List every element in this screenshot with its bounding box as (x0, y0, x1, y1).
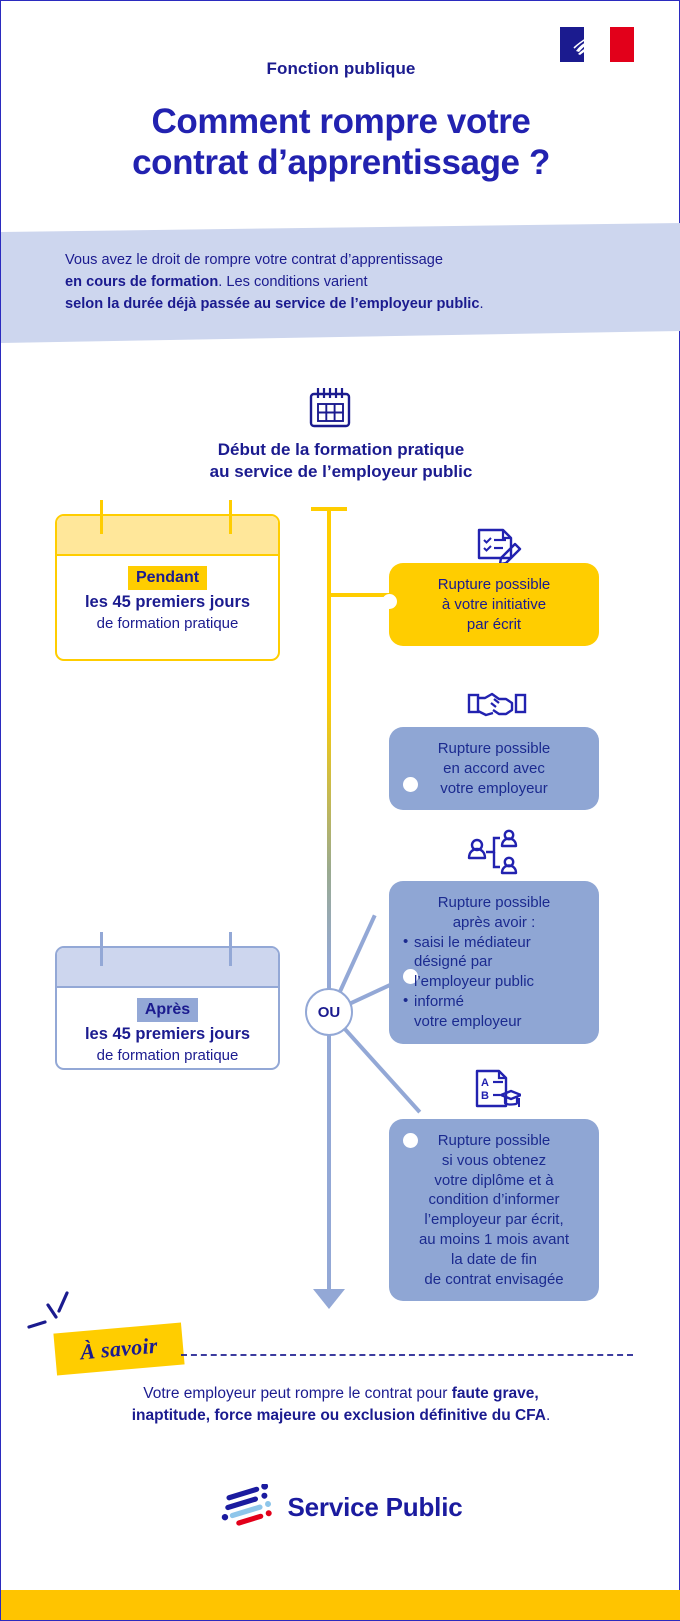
timeline-heading: Début de la formation pratique au servic… (1, 439, 680, 483)
divider-dashed (181, 1354, 633, 1356)
intro-line2-rest: . Les conditions varient (218, 274, 368, 291)
period-tag-pendant: Pendant (127, 566, 208, 591)
page-title-line2: contrat d’apprentissage ? (132, 143, 550, 183)
outcome-box-accord: Rupture possible en accord avec votre em… (389, 727, 599, 811)
mediator-people-icon (467, 829, 518, 875)
outcome-line: Rupture possible (437, 740, 551, 757)
spark-lines-icon (27, 1291, 69, 1329)
handshake-icon (467, 692, 527, 717)
marianne-profile-icon (573, 36, 597, 55)
intro-line2-bold: en cours de formation (65, 274, 219, 291)
intro-band (1, 223, 680, 343)
timeline-heading-line1: Début de la formation pratique (217, 440, 465, 459)
a-savoir-label: À savoir (79, 1332, 159, 1365)
bullet-line: votre employeur (414, 1012, 522, 1030)
bottom-accent-bar (1, 1590, 680, 1620)
list-item: saisi le médiateur désigné par l’employe… (403, 932, 585, 992)
note-text-bold2: inaptitude, force majeure ou exclusion d… (131, 1407, 546, 1425)
period-line1-pendant: les 45 premiers jours (84, 593, 251, 612)
period-card-apres: Après les 45 premiers jours de formation… (55, 932, 280, 1070)
outcome-line: au moins 1 mois avant (418, 1230, 570, 1248)
footer-wordmark: Service Public (287, 1491, 463, 1522)
outcome-box-mediateur: Rupture possible après avoir : saisi le … (389, 881, 599, 1044)
bullet-line: désigné par (414, 953, 493, 971)
footer-logo: Service Public (1, 1484, 680, 1530)
calendar-card-body: Après les 45 premiers jours de formation… (57, 988, 278, 1080)
intro-line1: Vous avez le droit de rompre votre contr… (65, 252, 444, 268)
list-item: informé votre employeur (403, 991, 585, 1032)
timeline-heading-line2: au service de l’employeur public (209, 461, 473, 481)
intro-text: Vous avez le droit de rompre votre contr… (1, 249, 680, 316)
outcome-line: en accord avec (443, 759, 545, 777)
connector-dot (382, 594, 397, 609)
or-node: OU (305, 988, 353, 1036)
period-card-pendant: Pendant les 45 premiers jours de formati… (55, 500, 280, 661)
outcome-line: à votre initiative (441, 595, 547, 613)
period-line2-apres: de formation pratique (96, 1046, 239, 1064)
outcome-line: après avoir : (452, 913, 536, 931)
bullet-line: saisi le médiateur (414, 933, 531, 951)
outcome-line: Rupture possible (437, 1132, 551, 1149)
period-tag-apres: Après (136, 998, 199, 1023)
outcome-line: condition d’informer (428, 1191, 560, 1209)
french-republic-flag-icon (560, 27, 634, 62)
outcome-bullet-list: saisi le médiateur désigné par l’employe… (403, 932, 585, 1032)
eyebrow-label: Fonction publique (266, 59, 416, 78)
outcome-line: de contrat envisagée (424, 1270, 564, 1288)
outcome-line: si vous obtenez (441, 1151, 547, 1169)
period-line2-pendant: de formation pratique (96, 614, 239, 632)
calendar-card-body: Pendant les 45 premiers jours de formati… (57, 556, 278, 648)
calendar-ring-left (100, 500, 103, 534)
connector-dot (403, 1133, 418, 1148)
outcome-line: par écrit (466, 615, 522, 633)
intro-line3-bold: selon la durée déjà passée au service de… (65, 296, 480, 313)
page-title-line1: Comment rompre votre (151, 102, 531, 141)
outcome-line: Rupture possible (437, 894, 551, 911)
timeline-arrow-icon (313, 1289, 345, 1309)
timeline-spine (327, 507, 331, 1297)
period-line1-apres: les 45 premiers jours (84, 1025, 251, 1044)
intro-line3-rest: . (479, 296, 484, 313)
calendar-ring-right (229, 500, 232, 534)
calendar-icon (309, 388, 351, 428)
bullet-line: informé (414, 992, 465, 1010)
outcome-box-diplome: Rupture possible si vous obtenez votre d… (389, 1119, 599, 1302)
outcome-box-initiative: Rupture possible à votre initiative par … (382, 563, 599, 647)
svg-text:B: B (481, 1090, 489, 1102)
outcome-line: votre diplôme et à (434, 1171, 554, 1189)
a-savoir-text: Votre employeur peut rompre le contrat p… (1, 1383, 680, 1428)
note-text-bold1: faute grave, (451, 1385, 539, 1402)
connector-dot (403, 777, 418, 792)
or-label: OU (317, 1003, 341, 1021)
calendar-ring-right (229, 932, 232, 966)
calendar-card-band (57, 516, 278, 556)
calendar-card-band (57, 948, 278, 988)
page-title: Comment rompre votre contrat d’apprentis… (1, 101, 680, 184)
note-text-end: . (545, 1407, 551, 1425)
diploma-graduation-icon: A B (475, 1069, 521, 1108)
bullet-line: l’employeur public (414, 973, 535, 991)
connector-to-initiative (329, 593, 389, 597)
calendar-ring-left (100, 932, 103, 966)
outcome-line: la date de fin (451, 1250, 537, 1268)
outcome-line: Rupture possible (437, 576, 551, 593)
outcome-line: l’employeur par écrit, (424, 1211, 564, 1229)
service-public-logo-icon (221, 1484, 272, 1526)
note-text-part1: Votre employeur peut rompre le contrat p… (143, 1385, 452, 1402)
svg-text:A: A (481, 1077, 489, 1089)
outcome-line: votre employeur (440, 779, 548, 797)
